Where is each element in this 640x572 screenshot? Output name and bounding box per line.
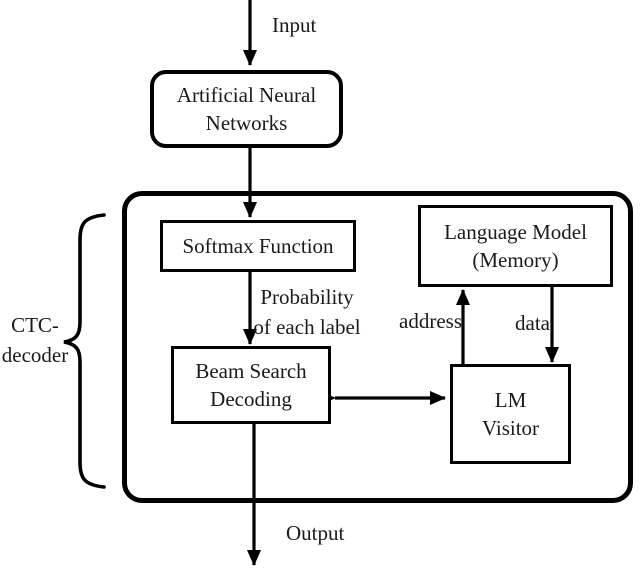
artificial-neural-networks-box: Artificial Neural Networks xyxy=(150,70,343,148)
ctc-decoder-container xyxy=(122,191,633,503)
beam-label-line1: Beam Search xyxy=(195,359,307,383)
ann-label-line2: Networks xyxy=(205,111,288,135)
lm-visitor-box: LM Visitor xyxy=(450,364,571,464)
language-model-box: Language Model (Memory) xyxy=(418,205,613,287)
softmax-label: Softmax Function xyxy=(182,234,334,258)
ctc-decoder-group-label: CTC- decoder xyxy=(0,310,70,370)
ctc-label-line2: decoder xyxy=(1,343,69,367)
beam-search-decoding-box: Beam Search Decoding xyxy=(171,346,331,424)
data-label: data xyxy=(515,311,550,335)
input-label: Input xyxy=(272,13,317,37)
ctc-decoder-brace xyxy=(63,213,106,489)
ctc-label-line1: CTC- xyxy=(11,313,59,337)
lm-label-line2: (Memory) xyxy=(472,248,559,272)
visitor-label-line2: Visitor xyxy=(481,416,540,440)
output-label: Output xyxy=(286,521,345,545)
address-label: address xyxy=(399,309,462,333)
ann-label-line1: Artificial Neural xyxy=(176,83,317,107)
probability-label-line2: of each label xyxy=(253,315,361,339)
probability-label: Probability of each label xyxy=(243,282,371,342)
visitor-label-line1: LM xyxy=(494,388,527,412)
softmax-function-box: Softmax Function xyxy=(160,220,356,272)
lm-label-line1: Language Model xyxy=(444,220,587,244)
probability-label-line1: Probability xyxy=(260,285,354,309)
beam-label-line2: Decoding xyxy=(210,387,292,411)
